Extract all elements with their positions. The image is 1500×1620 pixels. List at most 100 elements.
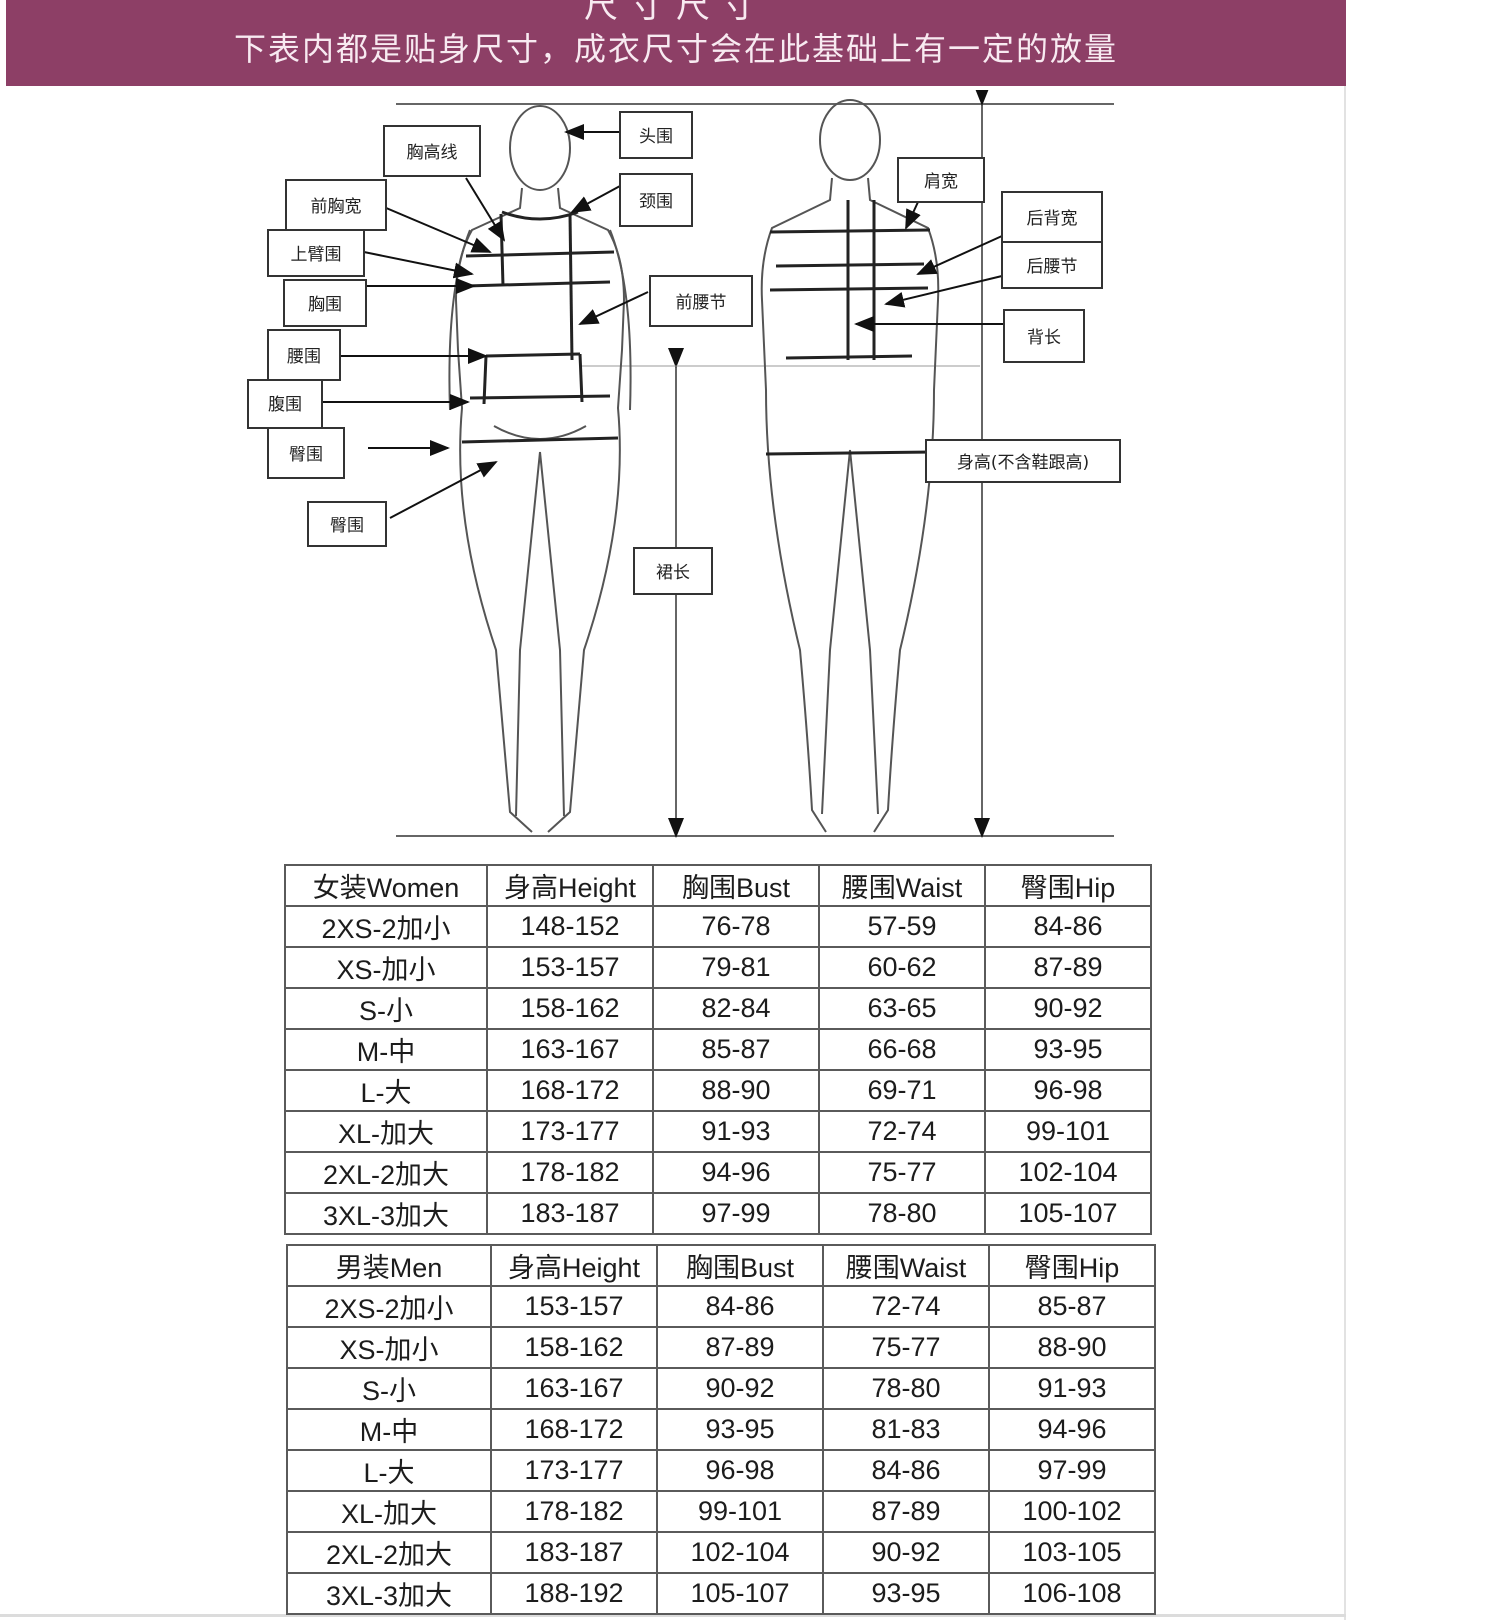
hip-cell: 94-96	[988, 1408, 1156, 1451]
bust-cell: 99-101	[656, 1490, 824, 1533]
column-header: 胸围Bust	[652, 864, 820, 907]
label-back-waist-node: 后腰节	[1027, 257, 1078, 277]
hip-cell: 96-98	[984, 1069, 1152, 1112]
column-header: 男装Men	[286, 1244, 492, 1287]
height-cell: 168-172	[486, 1069, 654, 1112]
size-cell: 2XL-2加大	[284, 1151, 488, 1194]
bust-cell: 87-89	[656, 1326, 824, 1369]
men-size-table: 男装Men 身高Height 胸围Bust 腰围Waist 臀围Hip 2XS-…	[286, 1244, 1156, 1615]
column-header: 臀围Hip	[988, 1244, 1156, 1287]
size-cell: M-中	[284, 1028, 488, 1071]
bust-cell: 90-92	[656, 1367, 824, 1410]
height-cell: 183-187	[490, 1531, 658, 1574]
height-cell: 148-152	[486, 905, 654, 948]
size-cell: 2XL-2加大	[286, 1531, 492, 1574]
size-cell: 2XS-2加小	[284, 905, 488, 948]
label-back-length: 背长	[1027, 328, 1061, 348]
bust-cell: 76-78	[652, 905, 820, 948]
hip-cell: 100-102	[988, 1490, 1156, 1533]
height-cell: 178-182	[490, 1490, 658, 1533]
hip-cell: 105-107	[984, 1192, 1152, 1235]
hip-cell: 87-89	[984, 946, 1152, 989]
size-cell: XS-加小	[286, 1326, 492, 1369]
size-cell: M-中	[286, 1408, 492, 1451]
label-thigh: 臀围	[330, 516, 364, 536]
hip-cell: 97-99	[988, 1449, 1156, 1492]
size-cell: S-小	[284, 987, 488, 1030]
bust-cell: 93-95	[656, 1408, 824, 1451]
label-shoulder: 肩宽	[924, 172, 958, 192]
label-head: 头围	[639, 127, 673, 147]
label-skirt-length: 裙长	[656, 563, 690, 583]
bust-cell: 84-86	[656, 1285, 824, 1328]
waist-cell: 78-80	[822, 1367, 990, 1410]
banner-title: 尺寸尺寸	[584, 0, 768, 26]
waist-cell: 90-92	[822, 1531, 990, 1574]
column-header: 腰围Waist	[818, 864, 986, 907]
waist-cell: 81-83	[822, 1408, 990, 1451]
height-cell: 173-177	[486, 1110, 654, 1153]
hip-cell: 99-101	[984, 1110, 1152, 1153]
bust-cell: 85-87	[652, 1028, 820, 1071]
size-cell: XL-加大	[284, 1110, 488, 1153]
column-header: 身高Height	[486, 864, 654, 907]
label-bust: 胸围	[308, 295, 342, 315]
column-header: 胸围Bust	[656, 1244, 824, 1287]
column-header: 腰围Waist	[822, 1244, 990, 1287]
label-waist: 腰围	[287, 347, 321, 367]
label-hip: 臀围	[289, 445, 323, 465]
label-upper-arm: 上臂围	[291, 245, 342, 265]
hip-cell: 106-108	[988, 1572, 1156, 1615]
size-cell: 2XS-2加小	[286, 1285, 492, 1328]
bust-cell: 96-98	[656, 1449, 824, 1492]
height-cell: 158-162	[486, 987, 654, 1030]
waist-cell: 72-74	[822, 1285, 990, 1328]
bust-cell: 97-99	[652, 1192, 820, 1235]
bust-cell: 91-93	[652, 1110, 820, 1153]
hip-cell: 102-104	[984, 1151, 1152, 1194]
waist-cell: 75-77	[818, 1151, 986, 1194]
page-border-bottom	[0, 1614, 1346, 1617]
height-cell: 188-192	[490, 1572, 658, 1615]
hip-cell: 84-86	[984, 905, 1152, 948]
hip-cell: 85-87	[988, 1285, 1156, 1328]
waist-cell: 75-77	[822, 1326, 990, 1369]
hip-cell: 103-105	[988, 1531, 1156, 1574]
waist-cell: 87-89	[822, 1490, 990, 1533]
front-body-sketch	[448, 105, 632, 833]
label-front-chest: 前胸宽	[311, 197, 362, 217]
waist-cell: 60-62	[818, 946, 986, 989]
back-body-sketch	[760, 99, 940, 833]
size-cell: L-大	[286, 1449, 492, 1492]
height-cell: 158-162	[490, 1326, 658, 1369]
waist-cell: 78-80	[818, 1192, 986, 1235]
bust-cell: 102-104	[656, 1531, 824, 1574]
waist-cell: 93-95	[822, 1572, 990, 1615]
height-cell: 153-157	[486, 946, 654, 989]
height-cell: 153-157	[490, 1285, 658, 1328]
column-header: 女装Women	[284, 864, 488, 907]
table-header-row: 男装Men 身高Height 胸围Bust 腰围Waist 臀围Hip	[286, 1244, 1156, 1287]
label-back-width: 后背宽	[1027, 209, 1078, 229]
column-header: 身高Height	[490, 1244, 658, 1287]
bust-cell: 105-107	[656, 1572, 824, 1615]
measurement-figure: 头围 胸高线 颈围 前胸宽 上臂围 胸围 前腰节 腰围 腹围 臀围 臀围 裙长 …	[247, 90, 1121, 838]
column-header: 臀围Hip	[984, 864, 1152, 907]
header-banner: 尺寸尺寸 下表内都是贴身尺寸，成衣尺寸会在此基础上有一定的放量	[6, 0, 1346, 86]
waist-cell: 72-74	[818, 1110, 986, 1153]
